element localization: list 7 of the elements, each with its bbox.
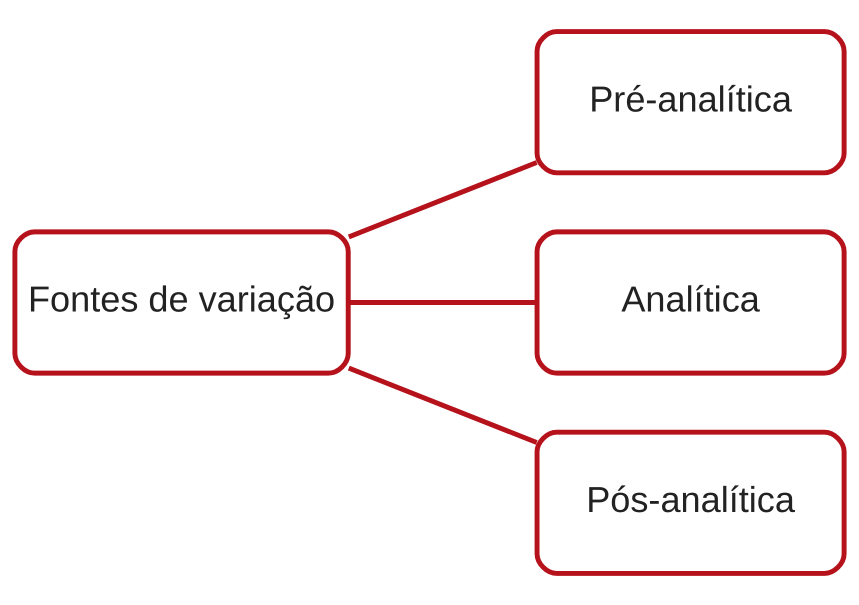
node-box: Fontes de variação <box>12 229 351 376</box>
connector <box>348 366 538 445</box>
connector <box>348 160 538 240</box>
node-box: Analítica <box>534 229 847 376</box>
connector <box>348 300 537 305</box>
node-box: Pré-analítica <box>534 29 847 176</box>
node-box: Pós-analítica <box>534 430 847 576</box>
